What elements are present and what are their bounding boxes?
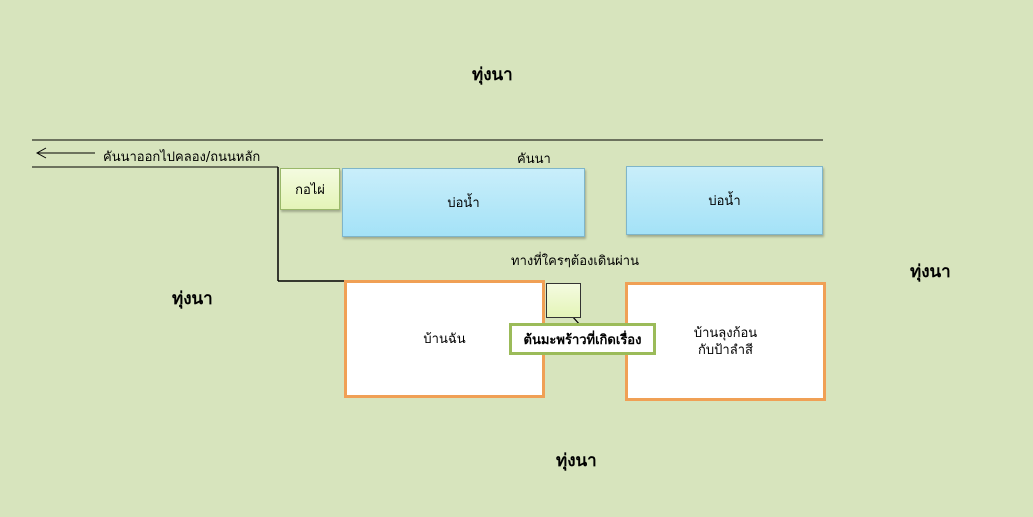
- path-label: ทางที่ใครๆต้องเดินผ่าน: [511, 254, 639, 269]
- bamboo-grove-label: กอไผ่: [295, 182, 325, 198]
- my-house-label: บ้านฉัน: [423, 331, 466, 347]
- pond-right-label: บ่อน้ำ: [708, 194, 741, 209]
- pond-left-label: บ่อน้ำ: [447, 196, 480, 211]
- coconut-tree-marker: [546, 283, 581, 318]
- my-house: บ้านฉัน: [344, 280, 545, 398]
- coconut-tree-callout: ต้นมะพร้าวที่เกิดเรื่อง: [509, 323, 656, 355]
- dike-road-label: คันนาออกไปคลอง/ถนนหลัก: [103, 150, 261, 165]
- field-label-top: ทุ่งนา: [472, 65, 513, 85]
- field-label-right: ทุ่งนา: [910, 262, 951, 282]
- dike-label: คันนา: [517, 152, 551, 167]
- pond-left: บ่อน้ำ: [342, 168, 585, 237]
- neighbor-house-label-line2: กับป้าลำสี: [698, 342, 753, 358]
- field-label-bottom: ทุ่งนา: [556, 451, 597, 471]
- coconut-tree-callout-label: ต้นมะพร้าวที่เกิดเรื่อง: [523, 332, 642, 348]
- pond-right: บ่อน้ำ: [626, 166, 823, 235]
- neighbor-house-label-line1: บ้านลุงก้อน: [693, 325, 758, 341]
- exit-arrow: [35, 147, 95, 159]
- field-label-left: ทุ่งนา: [172, 289, 213, 309]
- bamboo-grove: กอไผ่: [280, 168, 340, 210]
